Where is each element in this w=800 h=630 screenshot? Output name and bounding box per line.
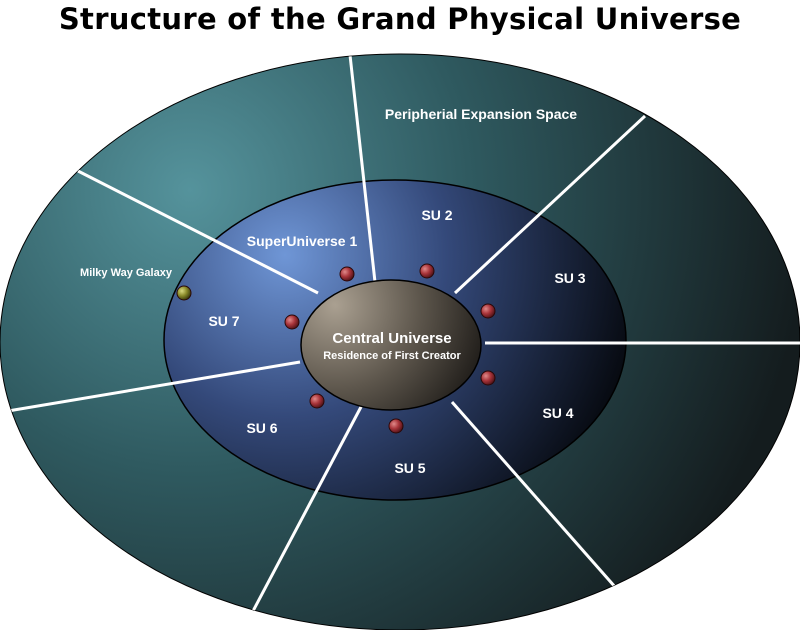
divider-line — [450, 401, 618, 589]
planet-dot — [480, 370, 496, 386]
planet-dot — [284, 314, 300, 330]
label-su5: SU 5 — [394, 460, 425, 476]
divider-line — [453, 114, 647, 295]
diagram-title: Structure of the Grand Physical Universe — [58, 2, 742, 36]
label-su2: SU 2 — [421, 207, 452, 223]
planet-dot — [339, 266, 355, 282]
divider-line — [77, 169, 319, 295]
divider-line — [7, 360, 301, 413]
divider-line — [348, 54, 377, 283]
label-peripheral: Peripherial Expansion Space — [385, 106, 577, 122]
central-universe — [300, 279, 482, 411]
planet-dot — [388, 418, 404, 434]
label-su7: SU 7 — [208, 313, 239, 329]
label-central: Central Universe — [332, 330, 451, 347]
planet-dot — [480, 303, 496, 319]
label-su1: SuperUniverse 1 — [247, 233, 358, 249]
label-su6: SU 6 — [246, 420, 277, 436]
planet-dot — [309, 393, 325, 409]
label-su4: SU 4 — [542, 405, 573, 421]
divider-line — [241, 404, 364, 630]
label-central-sub: Residence of First Creator — [323, 350, 461, 362]
milky-way-dot — [176, 285, 192, 301]
planet-dot — [419, 263, 435, 279]
label-su3: SU 3 — [554, 270, 585, 286]
sector-dividers — [7, 54, 800, 630]
label-milky-way: Milky Way Galaxy — [80, 267, 173, 279]
